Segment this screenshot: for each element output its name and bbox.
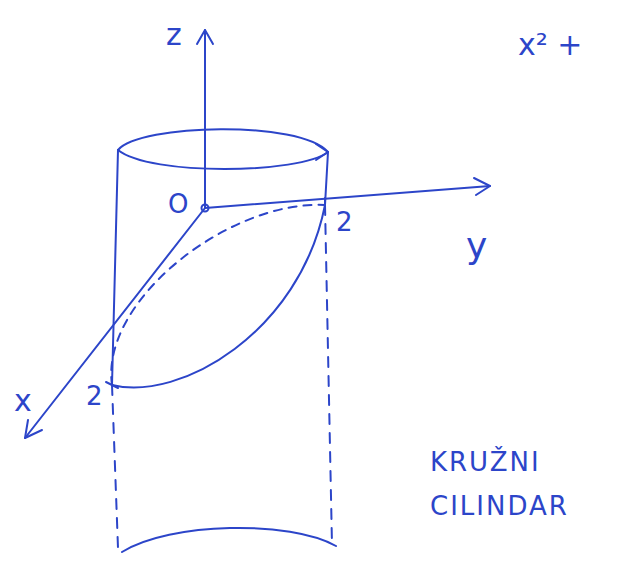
tick-value: 2	[336, 208, 353, 237]
formula-fragment: x² +	[518, 28, 582, 61]
tick-value: 2	[86, 382, 103, 411]
cylinder-base-back	[111, 205, 325, 385]
origin-label: O	[168, 190, 188, 219]
shape-caption: KRUŽNI CILINDAR	[430, 440, 620, 528]
cylinder-top-back	[118, 129, 328, 152]
cylinder-bottom-arc	[122, 528, 336, 552]
axis-name: x	[14, 384, 32, 417]
axis-name: z	[166, 18, 182, 51]
axis-tick	[106, 382, 118, 388]
axis-name: y	[466, 226, 487, 266]
cylinder-side-hidden	[325, 205, 332, 545]
cylinder-base-front	[112, 205, 325, 388]
z-axis	[204, 30, 206, 208]
origin-dot	[202, 205, 209, 212]
arrow-head	[316, 144, 328, 160]
arrow-head	[474, 178, 490, 195]
arrow-head	[25, 420, 42, 438]
cylinder-side	[112, 150, 118, 385]
axis-tick	[324, 198, 326, 212]
cylinder-side-hidden	[112, 385, 118, 548]
y-axis	[205, 186, 490, 208]
cylinder-top-front	[118, 150, 328, 169]
arrow-head	[197, 30, 213, 44]
cylinder-side	[325, 152, 328, 205]
